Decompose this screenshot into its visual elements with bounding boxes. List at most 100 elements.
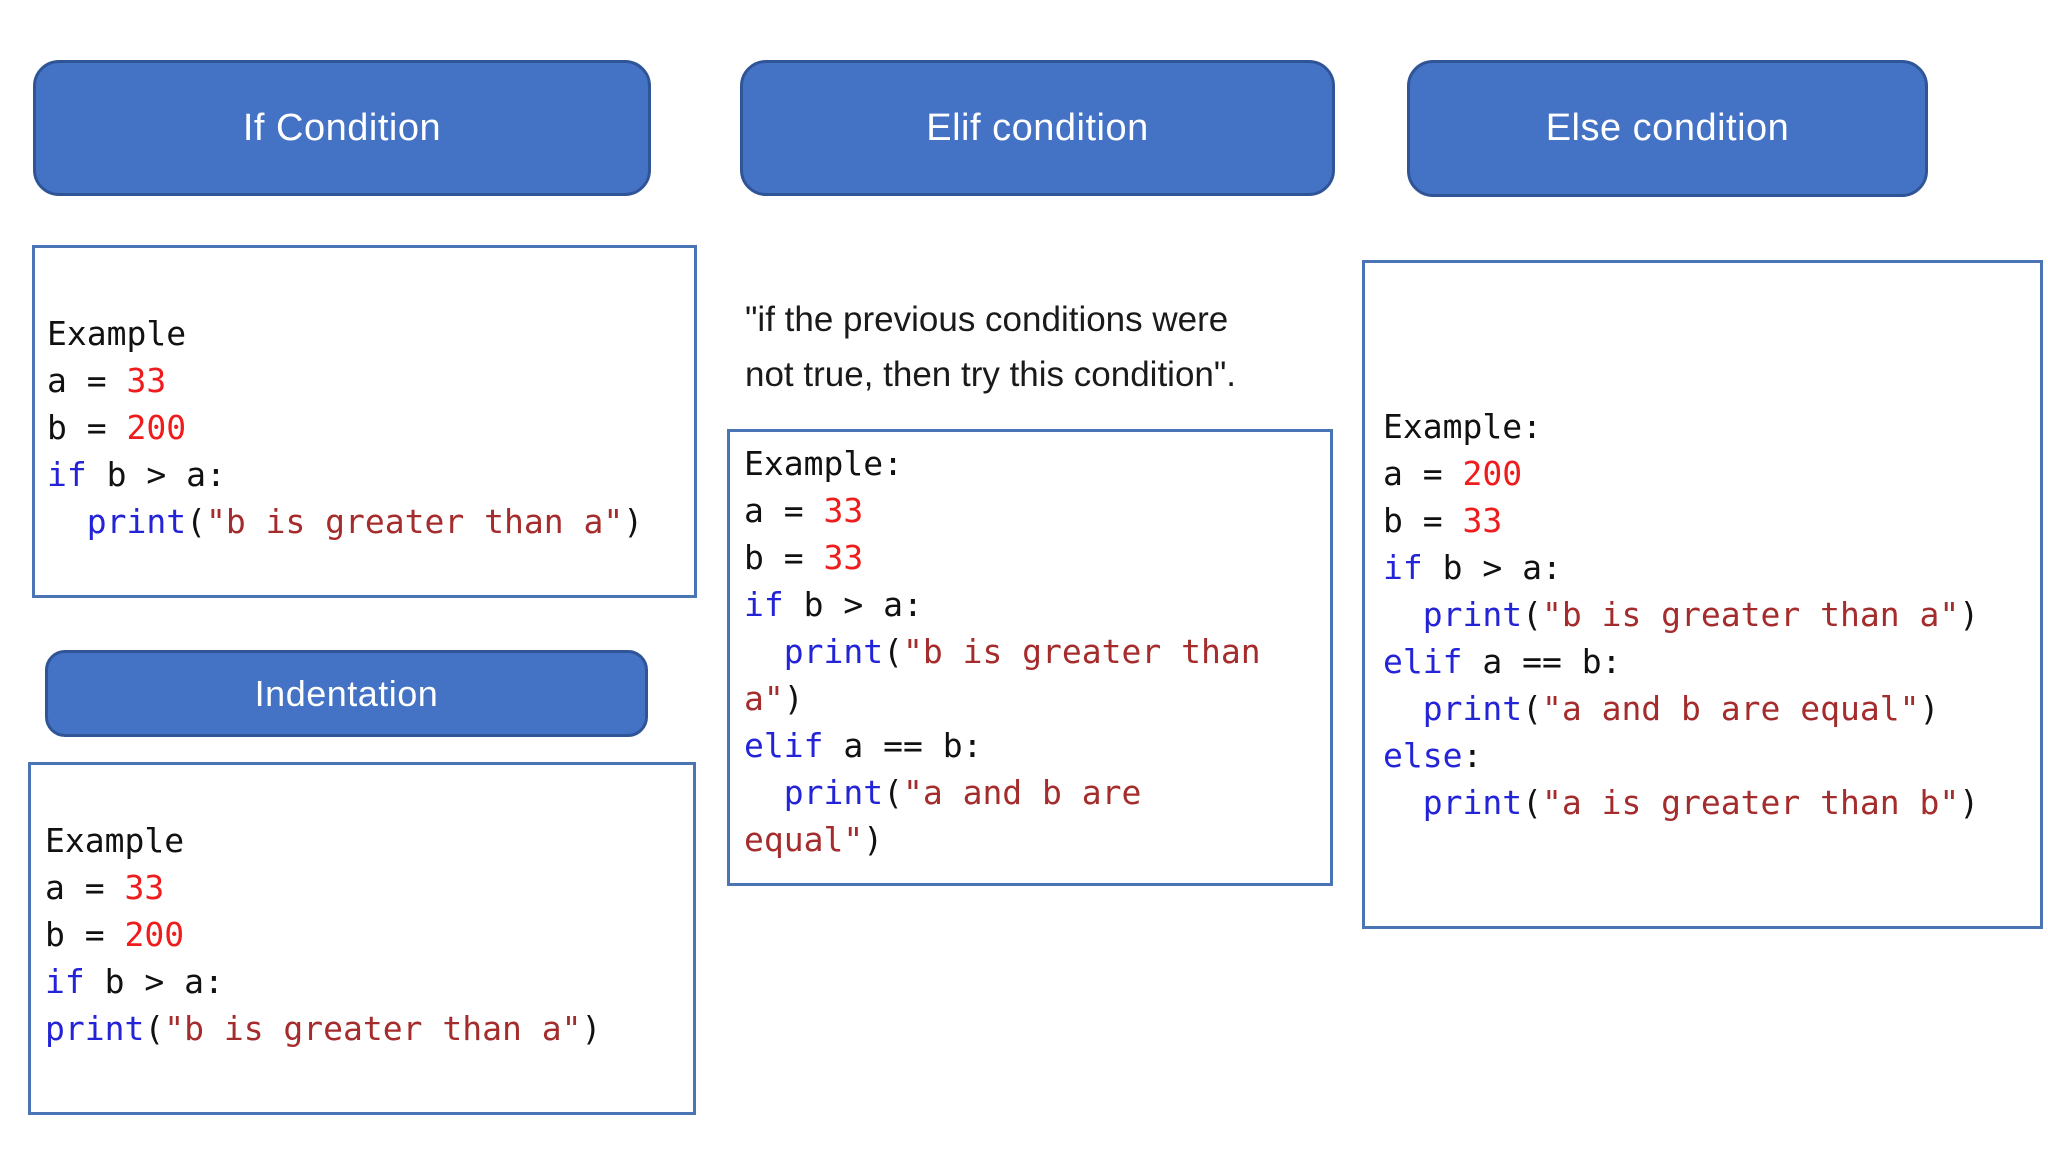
code-token: b =	[45, 915, 125, 954]
code-token: print	[783, 773, 884, 812]
code-line: a")	[744, 675, 1322, 722]
code-token: (	[1522, 689, 1542, 728]
code-token: a"	[744, 679, 784, 718]
code-line: print("b is greater than a")	[47, 498, 686, 545]
code-token: 33	[126, 361, 167, 400]
code-line: print("a and b are equal")	[1383, 685, 2032, 732]
code-token: )	[863, 820, 884, 859]
elif-condition-header-label: Elif condition	[926, 106, 1149, 149]
code-token: Example:	[1383, 407, 1542, 446]
code-token: b > a:	[783, 585, 923, 624]
code-line: a = 33	[744, 487, 1322, 534]
code-token	[47, 502, 87, 541]
code-token: print	[1422, 783, 1523, 822]
code-token: )	[783, 679, 804, 718]
code-token: a =	[47, 361, 127, 400]
code-token: "b is greater than a"	[164, 1009, 582, 1048]
elif-description-line2: not true, then try this condition".	[745, 355, 1237, 394]
code-token: 33	[124, 868, 165, 907]
code-token: Example	[47, 314, 187, 353]
elif-description-line1: "if the previous conditions were	[745, 300, 1229, 339]
code-token: Example:	[744, 444, 903, 483]
elif-description: "if the previous conditions were not tru…	[745, 292, 1365, 402]
code-token: )	[1959, 595, 1980, 634]
code-line: b = 33	[744, 534, 1322, 581]
code-token: b =	[47, 408, 127, 447]
code-token: "b is greater than a"	[1541, 595, 1960, 634]
code-line: print("b is greater than a")	[1383, 591, 2032, 638]
code-line: b = 200	[47, 404, 686, 451]
code-token: )	[581, 1009, 602, 1048]
if-condition-header: If Condition	[33, 60, 651, 196]
code-line: print("a and b are	[744, 769, 1322, 816]
code-token: equal"	[744, 820, 864, 859]
code-token: )	[1919, 689, 1940, 728]
code-line: Example	[45, 817, 685, 864]
code-token: print	[1422, 595, 1523, 634]
code-line: elif a == b:	[744, 722, 1322, 769]
code-token: print	[783, 632, 884, 671]
code-token: if	[744, 585, 784, 624]
code-token: "a and b are	[902, 773, 1142, 812]
code-token: b > a:	[86, 455, 226, 494]
code-token: else	[1383, 736, 1463, 775]
code-token: :	[1462, 736, 1483, 775]
code-line: equal")	[744, 816, 1322, 863]
code-token: a =	[1383, 454, 1463, 493]
code-line: a = 33	[47, 357, 686, 404]
code-token: )	[1959, 783, 1980, 822]
code-line: if b > a:	[47, 451, 686, 498]
code-token: elif	[744, 726, 824, 765]
code-line: Example:	[1383, 403, 2032, 450]
code-line: Example:	[744, 440, 1322, 487]
code-token: 33	[1462, 501, 1503, 540]
else-condition-header-label: Else condition	[1545, 107, 1790, 149]
code-token: "a is greater than b"	[1541, 783, 1960, 822]
code-token	[744, 773, 784, 812]
indentation-header-label: Indentation	[254, 672, 439, 714]
code-token: (	[1522, 595, 1542, 634]
code-line: b = 200	[45, 911, 685, 958]
code-token: a == b:	[823, 726, 983, 765]
code-token: (	[186, 502, 206, 541]
code-token: "a and b are equal"	[1541, 689, 1920, 728]
code-token: "b is greater than a"	[205, 502, 624, 541]
code-token: Example	[45, 821, 185, 860]
indentation-header: Indentation	[45, 650, 648, 737]
code-token: a == b:	[1462, 642, 1622, 681]
elif-condition-header: Elif condition	[740, 60, 1335, 196]
code-line: a = 200	[1383, 450, 2032, 497]
code-token: 33	[823, 491, 864, 530]
code-token: (	[144, 1009, 165, 1048]
code-token: 33	[823, 538, 864, 577]
code-line: else:	[1383, 732, 2032, 779]
code-line: if b > a:	[1383, 544, 2032, 591]
code-token: )	[623, 502, 644, 541]
code-line: print("a is greater than b")	[1383, 779, 2032, 826]
else-condition-header: Else condition	[1407, 60, 1928, 197]
code-token: 200	[124, 915, 185, 954]
code-line: b = 33	[1383, 497, 2032, 544]
code-token: elif	[1383, 642, 1463, 681]
code-token: print	[86, 502, 187, 541]
code-token: (	[883, 773, 903, 812]
code-line: print("b is greater than a")	[45, 1005, 685, 1052]
code-token: print	[1422, 689, 1523, 728]
code-token: b =	[1383, 501, 1463, 540]
code-token: if	[47, 455, 87, 494]
code-token: 200	[1462, 454, 1523, 493]
code-token: if	[45, 962, 85, 1001]
code-token: if	[1383, 548, 1423, 587]
code-token: (	[883, 632, 903, 671]
code-token	[1383, 783, 1423, 822]
if-condition-header-label: If Condition	[242, 106, 442, 149]
code-token: b =	[744, 538, 824, 577]
code-token: b > a:	[1422, 548, 1562, 587]
code-token	[1383, 595, 1423, 634]
code-token: a =	[744, 491, 824, 530]
